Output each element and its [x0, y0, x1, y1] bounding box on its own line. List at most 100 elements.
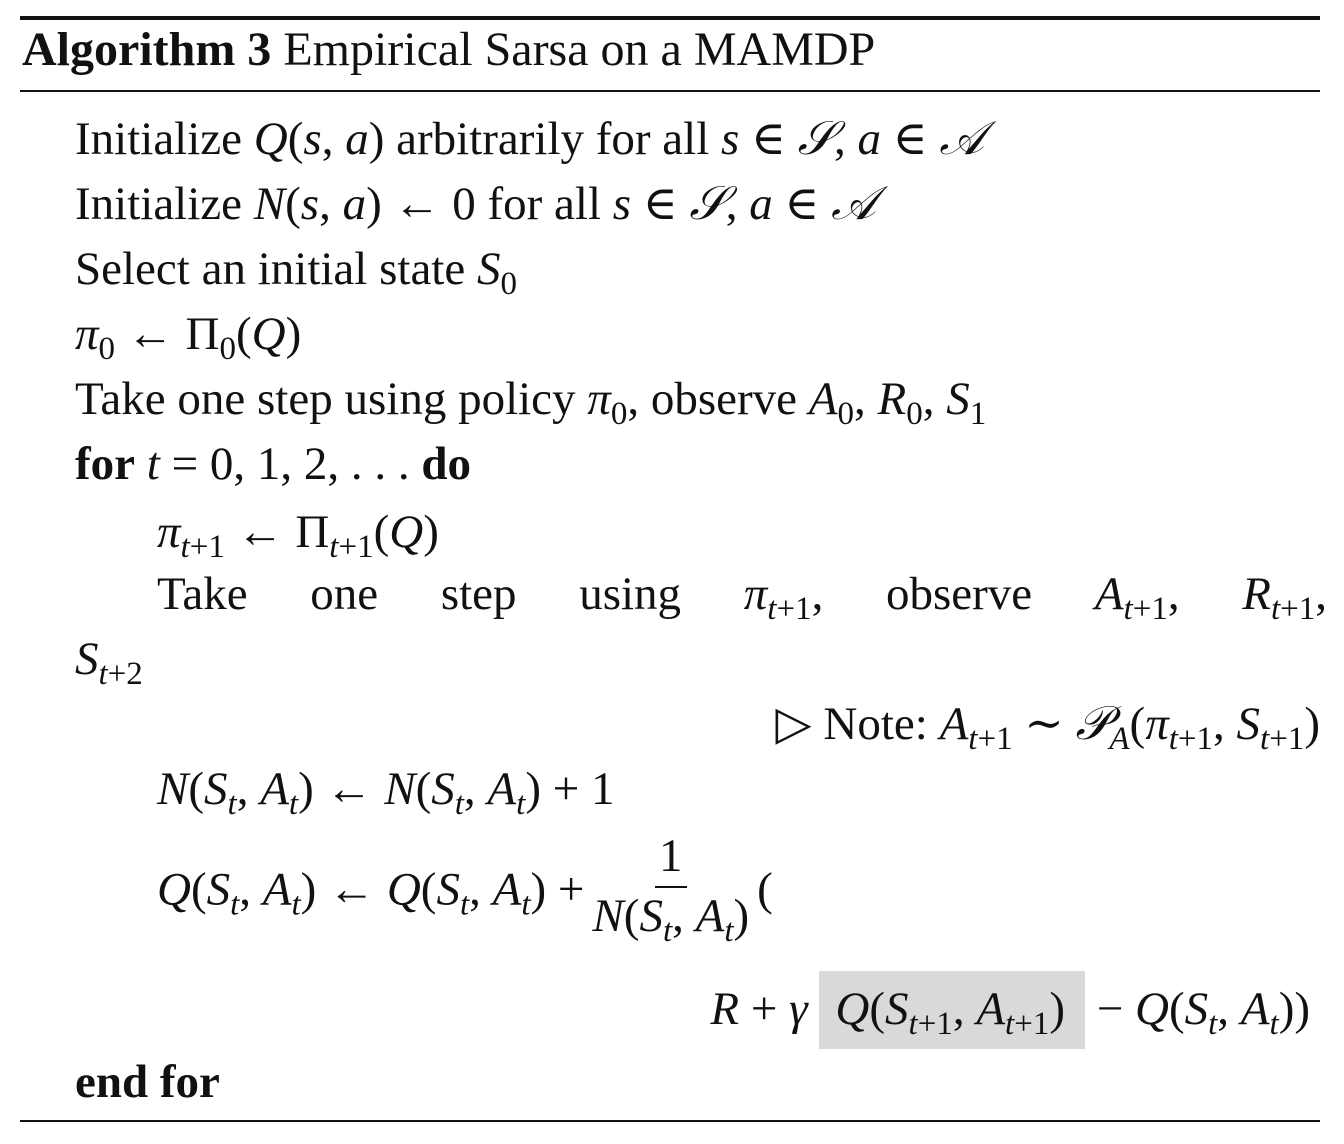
math-subscript: t — [724, 913, 734, 949]
line-take-step: Take one step using πt+1, observe At+1, … — [157, 568, 1327, 635]
math-symbol: for — [75, 438, 136, 490]
text-run: ) ← — [298, 763, 385, 815]
text-run: ( — [190, 863, 207, 916]
title-rule — [20, 90, 1320, 92]
math-subscript: t — [227, 786, 237, 822]
text-run: , — [725, 178, 750, 230]
text-run: − — [1085, 983, 1136, 1035]
math-subscript: +1 — [1014, 1006, 1050, 1042]
math-subscript: t — [516, 786, 526, 822]
text-run: ) — [733, 890, 750, 942]
math-symbol: N — [157, 763, 189, 815]
text-run: , — [1315, 568, 1328, 620]
math-symbol: a — [749, 178, 773, 230]
text-run: , — [853, 373, 878, 425]
math-symbol: t — [146, 438, 160, 490]
text-run: ( — [285, 178, 301, 230]
line-update-n: N(St, At) ← N(St, At) + 1 — [157, 763, 614, 830]
text-run: ( — [236, 308, 252, 360]
math-symbol: 𝒮 — [689, 176, 726, 231]
math-symbol: 𝒮 — [797, 111, 835, 166]
math-subscript: t — [459, 886, 470, 923]
math-symbol: end for — [75, 1056, 220, 1108]
bottom-rule — [20, 1120, 1320, 1122]
text-run: Select an initial state — [75, 243, 477, 295]
math-symbol: Q — [835, 983, 870, 1035]
math-subscript: 0 — [98, 331, 116, 367]
math-subscript: t — [1270, 591, 1281, 627]
text-run: ( — [287, 113, 304, 165]
math-symbol: s — [303, 113, 322, 165]
text-run: , — [469, 863, 493, 916]
text-run: ( — [869, 983, 886, 1035]
text-run: , observe — [627, 373, 809, 425]
line-select-state: Select an initial state S0 — [75, 243, 517, 310]
text-run: = 0, 1, 2, . . . — [159, 438, 422, 490]
text-run: ∈ — [772, 178, 832, 230]
math-symbol: A — [939, 698, 969, 750]
math-symbol: s — [300, 178, 320, 230]
math-subscript: +1 — [1269, 721, 1305, 757]
text-run: , — [1217, 983, 1241, 1035]
math-symbol: S — [946, 373, 970, 425]
text-run: ∈ — [631, 178, 690, 230]
math-subscript: t — [767, 591, 777, 627]
math-subscript: +1 — [917, 1006, 953, 1042]
math-subscript: A — [1109, 721, 1130, 757]
text-run: ) ← — [300, 863, 387, 916]
text-run: ) — [1304, 698, 1320, 750]
text-run: ▷ Note: — [775, 698, 940, 750]
math-symbol: S — [1236, 698, 1261, 750]
math-subscript: +1 — [189, 529, 225, 565]
math-symbol: A — [808, 373, 838, 425]
line-init-policy: π0 ← Π0(Q) — [75, 308, 301, 375]
math-symbol: 𝒫 — [1075, 696, 1110, 751]
text-run: Take one step using policy — [75, 373, 588, 425]
text-run: , — [952, 983, 977, 1035]
text-run: Initialize — [75, 178, 254, 230]
text-run: Initialize — [75, 113, 254, 165]
text-run: ( — [757, 863, 773, 916]
math-symbol: Q — [251, 308, 286, 360]
text-run: ( — [1168, 983, 1185, 1035]
math-symbol: R — [710, 983, 740, 1035]
math-symbol: A — [1094, 568, 1124, 620]
math-subscript: 0 — [219, 331, 237, 367]
text-run — [135, 438, 147, 490]
line-for-loop: for t = 0, 1, 2, . . . do — [75, 438, 471, 490]
text-run: ← Π — [224, 506, 330, 558]
math-symbol: 𝒜 — [831, 176, 876, 231]
math-symbol: γ — [789, 983, 808, 1035]
text-run: ∈ — [739, 113, 798, 165]
math-symbol: A — [262, 863, 292, 916]
math-symbol: π — [157, 506, 181, 558]
math-symbol: π — [743, 568, 768, 620]
math-subscript: +1 — [977, 721, 1013, 757]
math-symbol: s — [612, 178, 632, 230]
text-run: ) — [423, 506, 439, 558]
text-run: ) ← 0 for all — [366, 178, 613, 230]
math-symbol: S — [206, 863, 231, 916]
math-subscript: t — [291, 886, 301, 923]
math-subscript: 0 — [837, 396, 854, 432]
math-subscript: +1 — [776, 591, 812, 627]
fraction-numerator: 1 — [655, 830, 687, 888]
text-run: ( — [415, 763, 432, 815]
line-init-n: Initialize N(s, a) ← 0 for all s ∈ 𝒮, a … — [75, 176, 876, 231]
math-symbol: R — [1242, 568, 1271, 620]
math-subscript: t — [329, 529, 339, 565]
text-run: , — [1167, 568, 1243, 620]
math-subscript: +2 — [107, 656, 143, 692]
math-symbol: Q — [1135, 983, 1169, 1035]
math-symbol: Q — [386, 863, 421, 916]
text-run: ( — [420, 863, 437, 916]
text-run: ← Π — [115, 308, 220, 360]
text-run: , — [834, 113, 858, 165]
text-run: , — [321, 113, 346, 165]
math-subscript: +1 — [1280, 591, 1316, 627]
line-update-policy: πt+1 ← Πt+1(Q) — [157, 506, 439, 573]
math-subscript: t — [1208, 1006, 1218, 1042]
math-subscript: t — [288, 786, 299, 822]
math-symbol: S — [431, 763, 455, 815]
text-run: ) arbitrarily for all — [368, 113, 722, 165]
